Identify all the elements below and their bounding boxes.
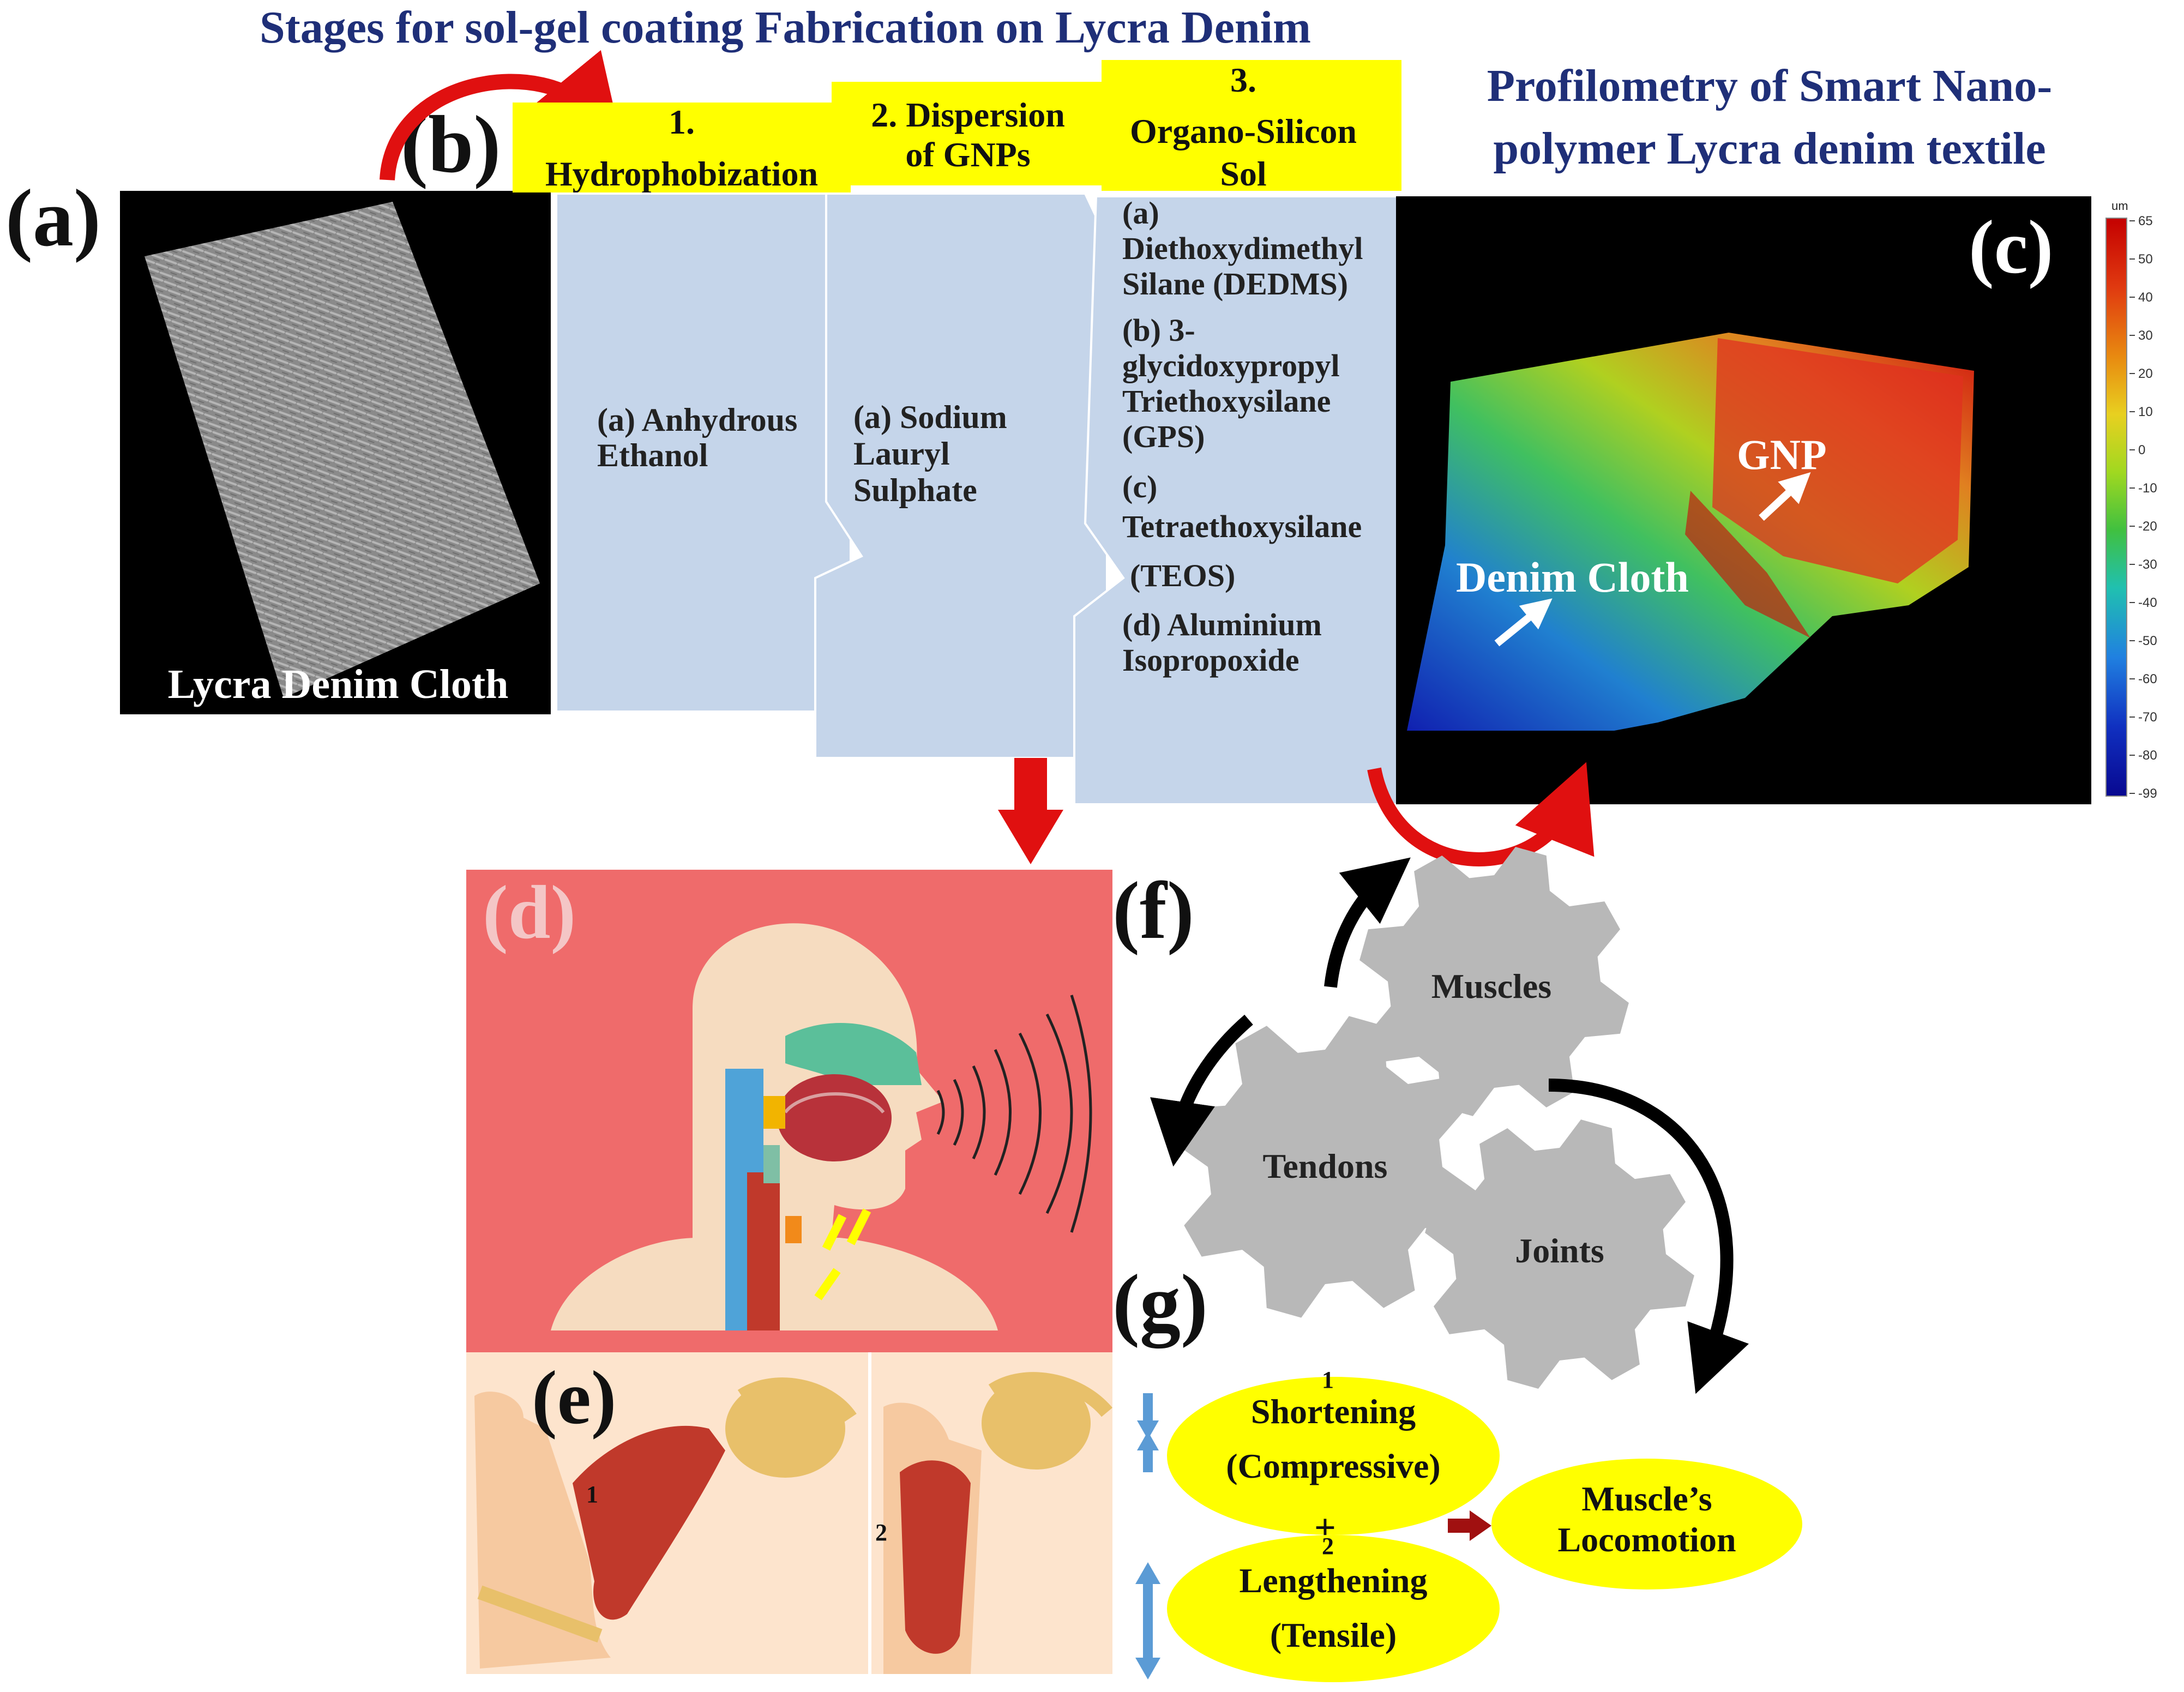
profilometry-title-line-1: Profilometry of Smart Nano- xyxy=(1487,61,2053,111)
stage-2-body-line-3: Sulphate xyxy=(853,472,977,508)
scale-tick-label: -50 xyxy=(2138,634,2157,648)
stage-3-body-line-4: (b) 3- xyxy=(1122,312,1195,348)
scale-tick-label: 20 xyxy=(2138,366,2153,381)
gnp-arrow xyxy=(1759,472,1811,521)
scale-tick-label: 0 xyxy=(2138,443,2145,457)
stage-3-body-line-7: (GPS) xyxy=(1122,419,1205,454)
scale-tick-label: -30 xyxy=(2138,557,2157,572)
stage-1-header-line-1: 1. xyxy=(669,103,695,141)
scale-tick-label: -40 xyxy=(2138,595,2157,610)
stage-1-body-line-2: Ethanol xyxy=(597,437,708,473)
panel-e-arm-illustration: (e) 1 2 xyxy=(466,1352,1112,1674)
arm-label-2: 2 xyxy=(875,1519,887,1546)
profilometry-title-line-2: polymer Lycra denim textile xyxy=(1493,123,2045,174)
locomotion-line-1: Muscle’s xyxy=(1581,1479,1712,1518)
panel-label-c: (c) xyxy=(1969,205,2053,290)
panel-d-speech-illustration: (d) xyxy=(466,870,1112,1352)
stage-1-header xyxy=(513,103,851,192)
stage-3: 3. Organo-Silicon Sol (a) Diethoxydimeth… xyxy=(1073,60,1413,805)
shortening-ellipse: 1 Shortening (Compressive) xyxy=(1167,1366,1500,1535)
shortening-number: 1 xyxy=(1322,1366,1334,1393)
gear-arrow-right xyxy=(1548,1079,1749,1394)
lengthening-line-2: (Tensile) xyxy=(1270,1616,1397,1654)
shortening-line-1: Shortening xyxy=(1251,1392,1416,1431)
panel-a-caption: Lycra Denim Cloth xyxy=(168,661,509,707)
lengthening-ellipse: 2 Lengthening (Tensile) xyxy=(1167,1533,1500,1682)
stage-2-header-line-1: 2. Dispersion xyxy=(871,95,1065,134)
stage-1: 1. Hydrophobization (a) Anhydrous Ethano… xyxy=(513,103,852,713)
stage-1-header-line-2: Hydrophobization xyxy=(545,154,818,193)
color-scale-bar: um 65 50 40 30 20 10 0 -10 -20 -30 -40 -50 -60 -70 -80… xyxy=(2105,199,2157,801)
result-arrow xyxy=(1448,1510,1491,1541)
scale-tick-label: -20 xyxy=(2138,519,2157,534)
stage-2-header-line-2: of GNPs xyxy=(905,135,1030,174)
shortening-line-2: (Compressive) xyxy=(1226,1447,1440,1485)
stage-2-header xyxy=(832,82,1104,185)
gear-arrow-left xyxy=(1150,1014,1253,1167)
panel-c-profilometry: (c) GNP Denim Cloth xyxy=(1396,196,2091,804)
panel-b-curved-arrow xyxy=(380,50,624,181)
stage-2-body-line-1: (a) Sodium xyxy=(853,399,1007,435)
scale-unit: um xyxy=(2111,199,2128,213)
gnp-label: GNP xyxy=(1737,431,1827,478)
stage-3-body-line-8: (c) xyxy=(1122,469,1157,504)
stage-3-header xyxy=(1102,60,1401,191)
gear-tendons xyxy=(1174,1016,1476,1318)
stage-3-header-line-2: Organo-Silicon xyxy=(1130,112,1357,150)
gear-muscles-shape xyxy=(1359,847,1629,1116)
panel-label-g: (g) xyxy=(1112,1258,1208,1348)
blue-arrows xyxy=(1135,1393,1160,1679)
stage-3-body-line-11: (d) Aluminium xyxy=(1122,607,1322,642)
locomotion-line-2: Locomotion xyxy=(1557,1520,1736,1559)
scale-tick-label: -99 xyxy=(2138,786,2157,801)
main-title: Stages for sol-gel coating Fabrication o… xyxy=(260,2,1311,53)
stage-3-body-line-9: Tetraethoxysilane xyxy=(1122,509,1362,544)
gear-tendons-shape xyxy=(1174,1016,1476,1318)
panel-label-e: (e) xyxy=(532,1356,616,1440)
gear-label-tendons: Tendons xyxy=(1263,1147,1388,1185)
scale-tick-label: 30 xyxy=(2138,328,2153,343)
gear-label-muscles: Muscles xyxy=(1431,967,1551,1005)
panel-label-a: (a) xyxy=(5,173,101,263)
panel-c-curved-arrow xyxy=(1367,762,1595,866)
scale-tick-label: 50 xyxy=(2138,252,2153,267)
stage-3-body-line-1: (a) xyxy=(1122,195,1159,231)
stage-2-body xyxy=(814,192,1108,759)
gear-joints xyxy=(1425,1119,1694,1389)
scale-tick-label: 65 xyxy=(2138,214,2153,228)
stage-3-header-line-1: 3. xyxy=(1230,61,1256,99)
stage-3-body-line-6: Triethoxysilane xyxy=(1122,383,1331,419)
panel-a-photo: Lycra Denim Cloth xyxy=(120,191,551,714)
down-arrow xyxy=(998,758,1063,864)
gear-joints-shape xyxy=(1425,1119,1694,1389)
denim-arrow xyxy=(1494,598,1553,647)
stage-3-body-line-2: Diethoxydimethyl xyxy=(1122,231,1363,266)
scale-tick-label: 10 xyxy=(2138,405,2153,419)
scale-tick-label: -70 xyxy=(2138,710,2157,725)
scale-tick-label: -80 xyxy=(2138,748,2157,763)
stage-2: 2. Dispersion of GNPs (a) Sodium Lauryl … xyxy=(814,82,1108,759)
gear-arrow-top xyxy=(1324,857,1411,988)
lengthening-line-1: Lengthening xyxy=(1240,1561,1428,1600)
scale-tick-label: -10 xyxy=(2138,481,2157,496)
denim-cloth-label: Denim Cloth xyxy=(1456,553,1689,601)
arm-label-1: 1 xyxy=(586,1481,598,1508)
stage-3-body-line-3: Silane (DEDMS) xyxy=(1122,266,1348,302)
stage-3-body-line-12: Isopropoxide xyxy=(1122,642,1299,678)
stage-2-body-line-2: Lauryl xyxy=(853,436,950,472)
panel-label-f: (f) xyxy=(1112,865,1194,956)
gear-muscles xyxy=(1359,847,1629,1116)
gear-label-joints: Joints xyxy=(1515,1231,1604,1270)
stage-3-body-line-10: (TEOS) xyxy=(1130,558,1235,593)
stage-3-header-line-3: Sol xyxy=(1220,154,1266,193)
scale-tick-label: -60 xyxy=(2138,672,2157,687)
scale-ticks: 65 50 40 30 20 10 0 -10 -20 -30 -40 -50 -60 -70 -80 -99 xyxy=(2129,214,2157,801)
panel-label-d: (d) xyxy=(483,870,576,955)
stage-3-body-text: (a) Diethoxydimethyl Silane (DEDMS) (b) … xyxy=(1122,195,1363,678)
lengthening-number: 2 xyxy=(1322,1533,1334,1559)
locomotion-ellipse: Muscle’s Locomotion xyxy=(1491,1459,1802,1589)
stage-1-body-line-1: (a) Anhydrous xyxy=(597,402,797,438)
stage-3-body-line-5: glycidoxypropyl xyxy=(1122,348,1340,383)
scale-tick-label: 40 xyxy=(2138,290,2153,305)
